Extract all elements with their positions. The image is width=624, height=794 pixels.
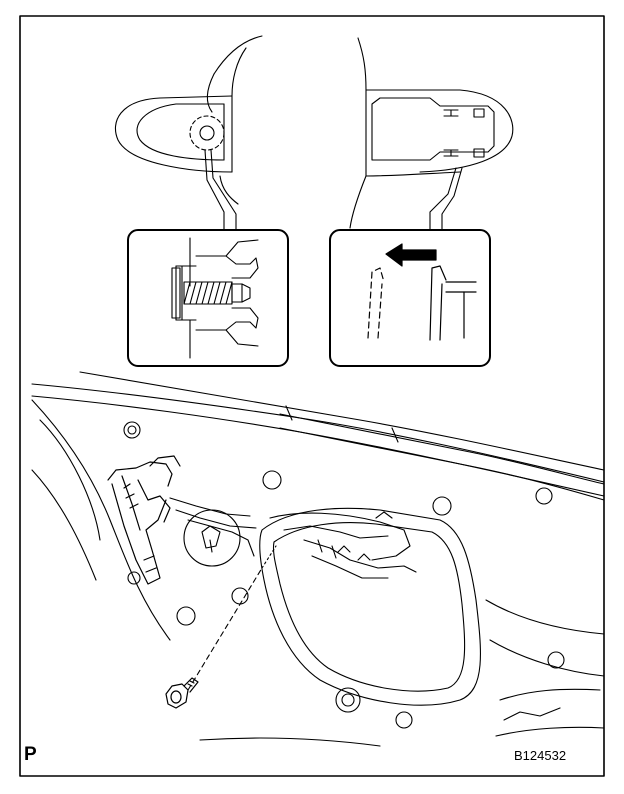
release-arrow-icon: [385, 243, 437, 267]
reference-code: B124532: [514, 748, 567, 763]
bolt-leader-line: [187, 567, 263, 691]
detail-box-bolt-section: [127, 229, 289, 367]
handle-base-right-view: [349, 37, 514, 231]
lock-rod-assembly: [169, 497, 417, 579]
handle-base-left-view: [114, 35, 263, 231]
diagram-border: [19, 15, 605, 777]
door-inner-panel: [31, 371, 605, 747]
handle-bracket: [107, 455, 181, 585]
page-letter: P: [24, 744, 37, 765]
detail-box-hook-release: [329, 229, 491, 367]
dashed-callout-circle: [189, 115, 225, 151]
bolt-part: [165, 677, 199, 709]
